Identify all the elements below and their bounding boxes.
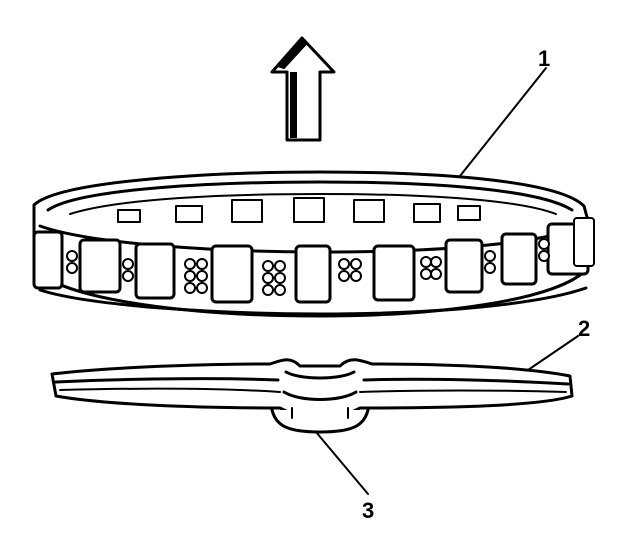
leader-1 xyxy=(459,67,547,177)
callout-1: 1 xyxy=(538,46,550,71)
leader-2 xyxy=(527,335,579,371)
roller-clutch-assembly xyxy=(32,170,595,318)
up-arrow-icon xyxy=(270,36,336,142)
roller-springs xyxy=(66,238,550,296)
callout-leaders xyxy=(315,67,579,495)
retainer-plate xyxy=(50,358,574,434)
back-rollers xyxy=(117,197,481,223)
callout-2: 2 xyxy=(578,316,590,341)
callout-3: 3 xyxy=(362,498,374,523)
leader-3 xyxy=(315,431,369,495)
front-rollers xyxy=(32,217,595,304)
